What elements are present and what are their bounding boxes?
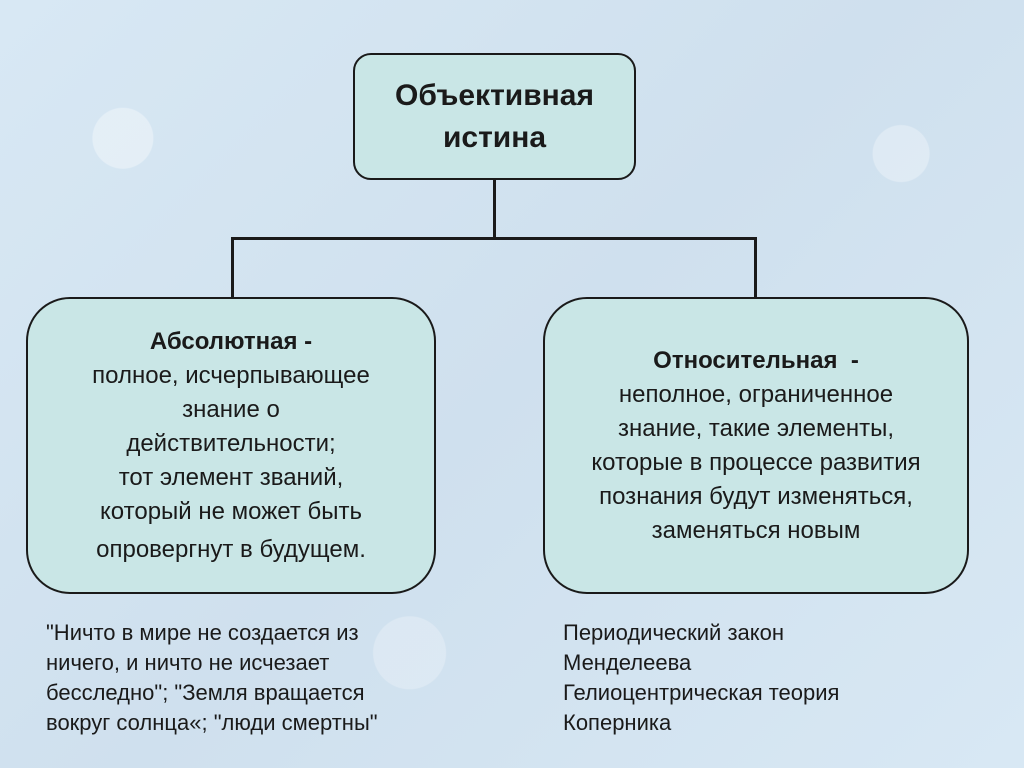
absolute-text-line: действительности;	[126, 429, 336, 457]
absolute-title: Абсолютная -	[149, 327, 313, 355]
root-title-line-1: Объективная	[395, 78, 594, 112]
absolute-truth-node: Абсолютная - полное, исчерпывающее знани…	[26, 297, 436, 594]
relative-example-line: Коперника	[563, 710, 672, 735]
absolute-examples: "Ничто в мире не создается из ничего, и …	[46, 618, 378, 738]
relative-example-line: Гелиоцентрическая теория	[563, 680, 840, 705]
relative-text-line: неполное, ограниченное	[618, 380, 894, 408]
relative-text-line: познания будут изменяться,	[599, 482, 913, 510]
objective-truth-node: Объективная истина	[353, 53, 636, 180]
relative-truth-node: Относительная - неполное, ограниченное з…	[543, 297, 969, 594]
relative-examples: Периодический закон Менделеева Гелиоцент…	[563, 618, 839, 738]
relative-example-line: Менделеева	[563, 650, 692, 675]
relative-text-line: заменяться новым	[651, 516, 861, 544]
relative-title: Относительная -	[653, 346, 859, 374]
root-title-line-2: истина	[442, 120, 547, 154]
connector-left-vertical	[231, 237, 234, 298]
absolute-text-line: который не может быть	[100, 497, 362, 525]
absolute-example-line: ничего, и ничто не исчезает	[46, 650, 330, 675]
relative-text-line: знание, такие элементы,	[617, 414, 895, 442]
absolute-example-line: "Ничто в мире не создается из	[46, 620, 359, 645]
connector-horizontal	[231, 237, 757, 240]
absolute-text-line: опровергнут в будущем.	[96, 535, 366, 563]
connector-right-vertical	[754, 237, 757, 298]
relative-example-line: Периодический закон	[563, 620, 785, 645]
absolute-text-line: полное, исчерпывающее	[92, 361, 370, 389]
absolute-example-line: бесследно"; "Земля вращается	[46, 680, 365, 705]
absolute-text-line: тот элемент званий,	[118, 463, 344, 491]
relative-text-line: которые в процессе развития	[591, 448, 921, 476]
connector-root-vertical	[493, 180, 496, 239]
absolute-example-line: вокруг солнца«; "люди смертны"	[46, 710, 378, 735]
absolute-text-line: знание о	[182, 395, 280, 423]
